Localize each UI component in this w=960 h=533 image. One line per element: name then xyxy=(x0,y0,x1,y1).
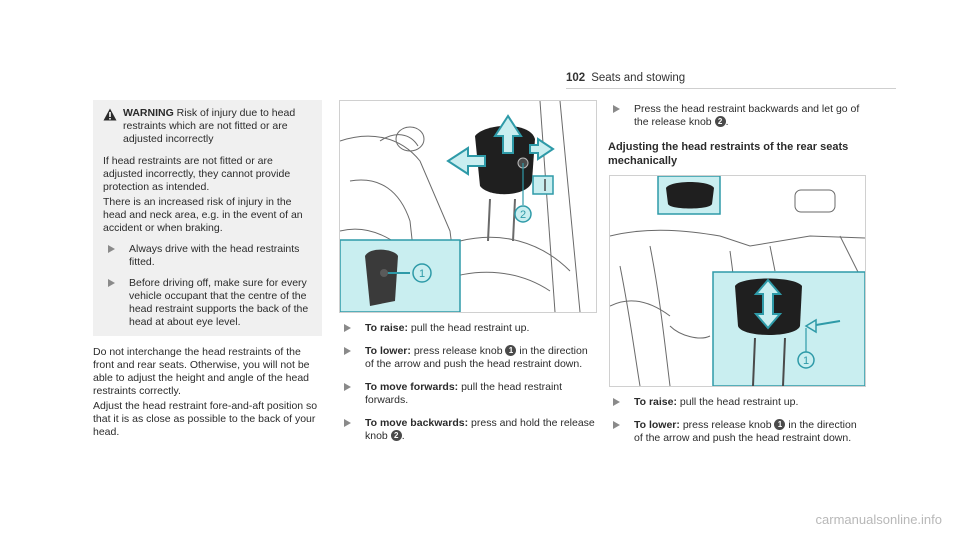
rear-step-raise: To raise: pull the head restraint up. xyxy=(608,396,868,409)
warning-bullet-1: Always drive with the head restraints fi… xyxy=(103,243,315,269)
bullet-arrow-icon xyxy=(613,398,620,406)
bullet-arrow-icon xyxy=(108,245,115,253)
adjust-arrows xyxy=(446,114,555,176)
step-lower: To lower: press release knob 1 in the di… xyxy=(339,345,597,371)
bullet-arrow-icon xyxy=(344,324,351,332)
left-column-text: Do not interchange the head restraints o… xyxy=(93,346,323,439)
left-paragraph-2: Adjust the head restraint fore-and-aft p… xyxy=(93,400,318,438)
warning-bullet-2: Before driving off, make sure for every … xyxy=(103,277,315,329)
step-move-forwards: To move forwards: pull the head restrain… xyxy=(339,381,597,407)
warning-body: If head restraints are not fitted or are… xyxy=(103,155,315,329)
header-divider xyxy=(566,88,896,89)
warning-title: Risk of injury due to head restraints wh… xyxy=(123,107,296,145)
warning-paragraph-1: If head restraints are not fitted or are… xyxy=(103,155,291,193)
warning-paragraph-2: There is an increased risk of injury in … xyxy=(103,196,303,234)
bullet-arrow-icon xyxy=(613,421,620,429)
bullet-arrow-icon xyxy=(613,105,620,113)
step-raise: To raise: pull the head restraint up. xyxy=(339,322,597,335)
up-down-arrow xyxy=(753,278,783,330)
left-paragraph-1: Do not interchange the head restraints o… xyxy=(93,346,310,397)
warning-box xyxy=(93,100,322,336)
page-number: 102 xyxy=(566,72,586,84)
section-title: Seats and stowing xyxy=(591,72,686,84)
bullet-arrow-icon xyxy=(108,279,115,287)
rear-step-lower: To lower: press release knob 1 in the di… xyxy=(608,419,868,445)
page-header: 102 Seats and stowing xyxy=(566,72,685,84)
watermark: carmanualsonline.info xyxy=(815,512,942,527)
right-steps: To raise: pull the head restraint up. To… xyxy=(608,396,868,445)
front-seat-drawing: 2 1 xyxy=(339,100,581,313)
warning-heading: WARNING Risk of injury due to head restr… xyxy=(103,107,315,146)
right-step-press: Press the head restraint backwards and l… xyxy=(608,103,868,129)
bullet-arrow-icon xyxy=(344,419,351,427)
step-move-backwards: To move backwards: press and hold the re… xyxy=(339,417,597,443)
release-knob-2-marker: 2 xyxy=(714,116,726,127)
middle-steps: To raise: pull the head restraint up. To… xyxy=(339,322,597,443)
release-knob-1-marker: 1 xyxy=(774,419,786,430)
bullet-arrow-icon xyxy=(344,383,351,391)
image1-callout-2: 2 xyxy=(520,209,526,221)
warning-label: WARNING xyxy=(123,107,174,119)
warning-triangle-icon xyxy=(103,108,117,121)
front-head-restraint-illustration: 2 1 xyxy=(339,100,597,313)
rear-seat-drawing: 1 xyxy=(609,175,866,387)
rear-seats-heading: Adjusting the head restraints of the rea… xyxy=(608,141,849,167)
release-knob-2-marker: 2 xyxy=(390,430,402,441)
rear-head-restraint-illustration: 1 xyxy=(609,175,866,387)
image1-callout-1: 1 xyxy=(419,268,425,280)
image2-callout-1: 1 xyxy=(803,355,809,367)
release-knob-1-marker: 1 xyxy=(505,345,517,356)
bullet-arrow-icon xyxy=(344,347,351,355)
